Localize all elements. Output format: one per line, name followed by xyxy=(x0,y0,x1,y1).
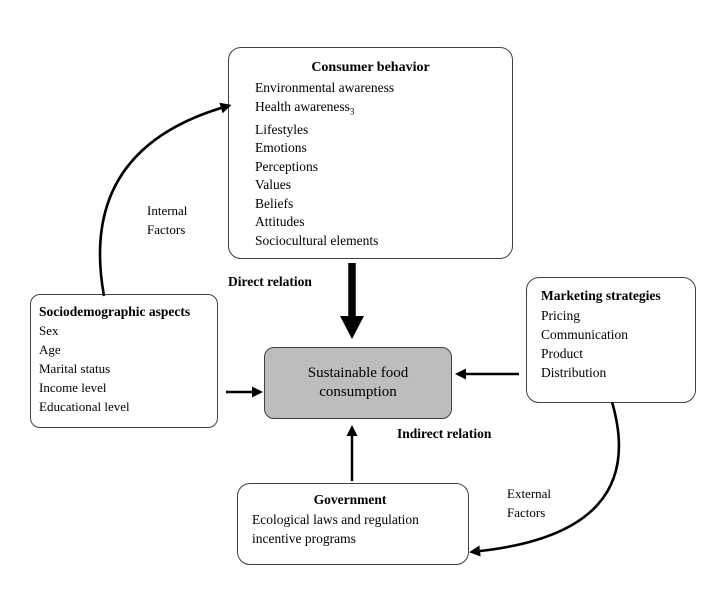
marketing-strategies-box: Marketing strategies Pricing Communicati… xyxy=(526,277,696,403)
government-arrowhead xyxy=(346,425,358,436)
consumer-behavior-items: Environmental awareness Health awareness… xyxy=(255,79,502,250)
list-item: Lifestyles xyxy=(255,121,309,137)
list-item: Environmental awareness xyxy=(255,80,395,95)
list-item: Ecological laws and regulation xyxy=(252,512,419,527)
center-box-label: Sustainable food consumption xyxy=(307,365,409,400)
marketing-strategies-title: Marketing strategies xyxy=(541,288,661,303)
list-item: Perceptions xyxy=(255,158,318,174)
subscript-mark: 3 xyxy=(349,106,355,117)
list-item: Communication xyxy=(541,327,628,342)
list-item: Attitudes xyxy=(255,214,305,230)
indirect-relation-label: Indirect relation xyxy=(397,426,492,441)
sociodemographic-arrowhead xyxy=(252,386,263,398)
list-item: Values xyxy=(255,177,291,193)
list-item: Product xyxy=(541,346,583,361)
direct-relation-arrowhead xyxy=(340,316,364,339)
list-item: Income level xyxy=(39,380,107,395)
list-item: Beliefs xyxy=(255,195,294,211)
list-item: Marital status xyxy=(39,361,111,376)
center-box: Sustainable food consumption xyxy=(264,347,452,419)
government-items: Ecological laws and regulation incentive… xyxy=(238,510,462,548)
list-item: Educational level xyxy=(39,399,130,414)
government-title: Government xyxy=(313,492,387,507)
list-item: Age xyxy=(39,342,61,357)
consumer-behavior-box: Consumer behavior Environmental awarenes… xyxy=(228,47,513,259)
sociodemographic-items: Sex Age Marital status Income level Educ… xyxy=(39,321,211,416)
marketing-arrowhead xyxy=(455,368,466,380)
government-box: Government Ecological laws and regulatio… xyxy=(237,483,469,565)
sociodemographic-title: Sociodemographic aspects xyxy=(39,304,191,319)
list-item: Sociocultural elements xyxy=(255,232,379,248)
list-item: Pricing xyxy=(541,308,580,323)
list-item: Sex xyxy=(39,323,59,338)
list-item: Emotions xyxy=(255,140,307,156)
external-factors-arc xyxy=(479,401,621,553)
external-factors-label: External Factors xyxy=(507,486,552,520)
direct-relation-label: Direct relation xyxy=(228,274,312,289)
list-item: incentive programs xyxy=(252,531,356,546)
list-item: Health awareness3 xyxy=(255,98,355,117)
marketing-strategies-items: Pricing Communication Product Distributi… xyxy=(541,306,689,382)
sociodemographic-box: Sociodemographic aspects Sex Age Marital… xyxy=(30,294,218,428)
consumer-behavior-title: Consumer behavior xyxy=(311,60,430,75)
internal-factors-label: Internal Factors xyxy=(147,203,188,237)
list-item: Distribution xyxy=(541,365,607,380)
external-factors-arrowhead xyxy=(469,545,481,557)
